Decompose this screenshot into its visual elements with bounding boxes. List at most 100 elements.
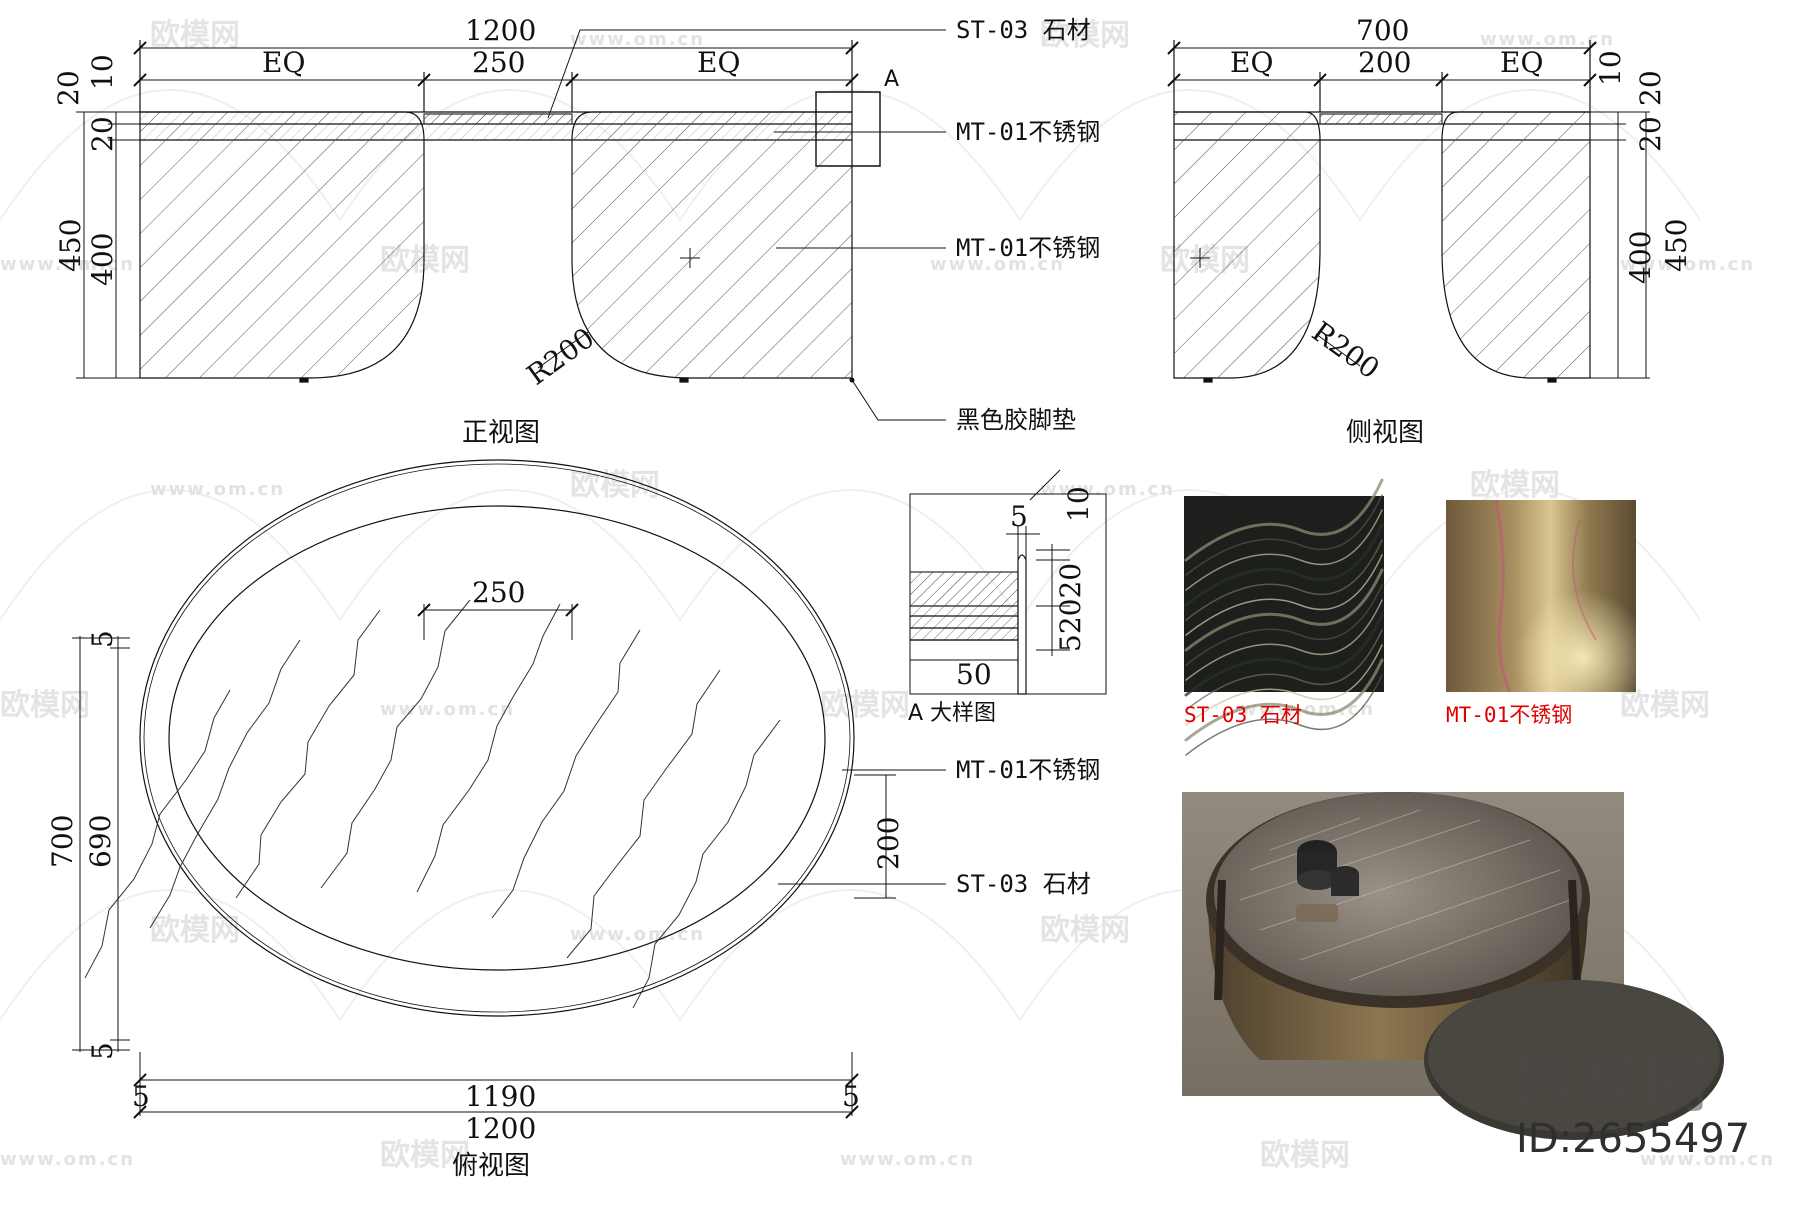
detail-title: A 大样图 bbox=[908, 701, 996, 726]
watermark-url: www.om.cn bbox=[930, 254, 1065, 275]
watermark-url: www.om.cn bbox=[840, 1149, 975, 1170]
front-dim-left: EQ bbox=[262, 46, 305, 79]
watermark-brand: 欧模网 bbox=[1260, 1138, 1350, 1173]
watermark-url: www.om.cn bbox=[1640, 1149, 1775, 1170]
detail-dim-50: 50 bbox=[956, 658, 992, 691]
side-dim-400: 400 bbox=[1624, 231, 1657, 284]
top-dim-5a: 5 bbox=[86, 630, 119, 648]
stone-vein bbox=[1186, 600, 1382, 680]
stone-vein bbox=[1186, 615, 1382, 695]
side-dim-total: 700 bbox=[1356, 14, 1409, 47]
front-dim-20b: 20 bbox=[86, 116, 119, 152]
stone-vein bbox=[1186, 675, 1382, 755]
watermark-brand: 欧模网 bbox=[1620, 688, 1710, 723]
watermark-brand: 欧模网 bbox=[380, 1138, 470, 1173]
stone-swatch bbox=[1184, 480, 1384, 755]
watermark-url: www.om.cn bbox=[0, 1149, 135, 1170]
watermark-brand-large: 欧模网 bbox=[1516, 1048, 1708, 1122]
marble-vein bbox=[321, 600, 470, 888]
front-radius: R200 bbox=[521, 321, 601, 392]
watermark-url: www.om.cn bbox=[570, 29, 705, 50]
watermark-url: www.om.cn bbox=[150, 479, 285, 500]
side-dim-10: 10 bbox=[1594, 50, 1627, 86]
detail-dim-stack: 52020 bbox=[1054, 563, 1087, 652]
top-view-title: 俯视图 bbox=[452, 1151, 530, 1181]
watermark-url: www.om.cn bbox=[380, 699, 515, 720]
front-dim-mid: 250 bbox=[472, 46, 525, 79]
callout-st03-top: ST-03 石材 bbox=[956, 16, 1091, 44]
product-photo bbox=[1182, 792, 1724, 1140]
watermark-brand: 欧模网 bbox=[1040, 913, 1130, 948]
stone-vein bbox=[1186, 525, 1382, 605]
side-view bbox=[1168, 40, 1650, 382]
watermark-brand: 欧模网 bbox=[150, 913, 240, 948]
side-dim-right: EQ bbox=[1500, 46, 1543, 79]
side-dim-mid: 200 bbox=[1358, 46, 1411, 79]
stone-vein bbox=[1186, 660, 1382, 740]
stone-vein bbox=[1186, 555, 1382, 635]
stone-vein bbox=[1186, 585, 1382, 665]
stone-vein bbox=[1186, 480, 1382, 560]
stone-swatch-label: ST-03 石材 bbox=[1184, 703, 1302, 727]
top-view bbox=[72, 460, 946, 1118]
side-dim-left: EQ bbox=[1230, 46, 1273, 79]
watermark-brand: 欧模网 bbox=[0, 688, 90, 723]
marble-vein bbox=[150, 640, 300, 928]
front-dim-400: 400 bbox=[86, 233, 119, 286]
front-dim-top10: 10 bbox=[86, 54, 119, 90]
top-dim-700: 700 bbox=[46, 815, 79, 868]
detail-dim-5: 5 bbox=[1010, 500, 1028, 533]
watermark-brand: 欧模网 bbox=[1470, 468, 1560, 503]
top-dim-5d: 5 bbox=[842, 1080, 860, 1113]
top-dim-250: 250 bbox=[472, 576, 525, 609]
front-view-title: 正视图 bbox=[462, 418, 540, 448]
top-dim-690: 690 bbox=[84, 815, 117, 868]
marble-vein bbox=[85, 690, 230, 978]
watermark-layer: 欧模网 www.om.cn 欧模网 www.om.cn www.om.cn 欧模网 www.… bbox=[0, 18, 1775, 1173]
callout-mt01-b: MT-01不锈钢 bbox=[956, 234, 1100, 262]
watermark-url: www.om.cn bbox=[1620, 254, 1755, 275]
front-view bbox=[76, 40, 880, 382]
marble-vein bbox=[417, 604, 560, 892]
top-dim-5b: 5 bbox=[86, 1042, 119, 1060]
watermark-brand: 欧模网 bbox=[1040, 18, 1130, 53]
front-callouts bbox=[548, 30, 946, 420]
watermark-url: www.om.cn bbox=[570, 924, 705, 945]
front-dim-450: 450 bbox=[54, 219, 87, 272]
side-radius: R200 bbox=[1306, 315, 1386, 386]
front-detail-marker: A bbox=[884, 67, 899, 92]
stone-vein bbox=[1186, 645, 1382, 725]
stone-vein bbox=[1186, 495, 1382, 575]
watermark-brand: 欧模网 bbox=[820, 688, 910, 723]
callout-st03-b: ST-03 石材 bbox=[956, 870, 1091, 898]
steel-swatch bbox=[1446, 500, 1636, 692]
watermark-brand: 欧模网 bbox=[150, 18, 240, 53]
side-view-title: 侧视图 bbox=[1346, 418, 1424, 448]
stone-vein bbox=[1186, 540, 1382, 620]
callout-mt01-c: MT-01不锈钢 bbox=[956, 756, 1100, 784]
marble-vein bbox=[236, 610, 380, 898]
top-dim-1190: 1190 bbox=[465, 1080, 536, 1113]
watermark-url: www.om.cn bbox=[1480, 29, 1615, 50]
marble-vein bbox=[567, 670, 720, 958]
front-dim-right: EQ bbox=[697, 46, 740, 79]
top-dim-1200: 1200 bbox=[465, 1112, 536, 1145]
top-dim-200: 200 bbox=[872, 817, 905, 870]
detail-a bbox=[910, 470, 1106, 694]
stone-vein bbox=[1186, 630, 1382, 710]
stone-vein bbox=[1186, 570, 1382, 650]
marble-vein bbox=[492, 630, 640, 918]
front-dim-top20: 20 bbox=[52, 70, 85, 106]
steel-swatch-label: MT-01不锈钢 bbox=[1446, 703, 1572, 727]
detail-dim-10: 10 bbox=[1062, 486, 1095, 522]
side-dim-450: 450 bbox=[1660, 219, 1693, 272]
callout-mt01-a: MT-01不锈钢 bbox=[956, 118, 1100, 146]
watermark-url: www.om.cn bbox=[1040, 479, 1175, 500]
front-dim-total: 1200 bbox=[465, 14, 536, 47]
stone-vein bbox=[1186, 510, 1382, 590]
top-dim-5c: 5 bbox=[132, 1080, 150, 1113]
callout-foot-pad: 黑色胶脚垫 bbox=[956, 406, 1076, 434]
side-dim-20: 20 bbox=[1634, 70, 1667, 106]
watermark-url: www.om.cn bbox=[0, 254, 135, 275]
